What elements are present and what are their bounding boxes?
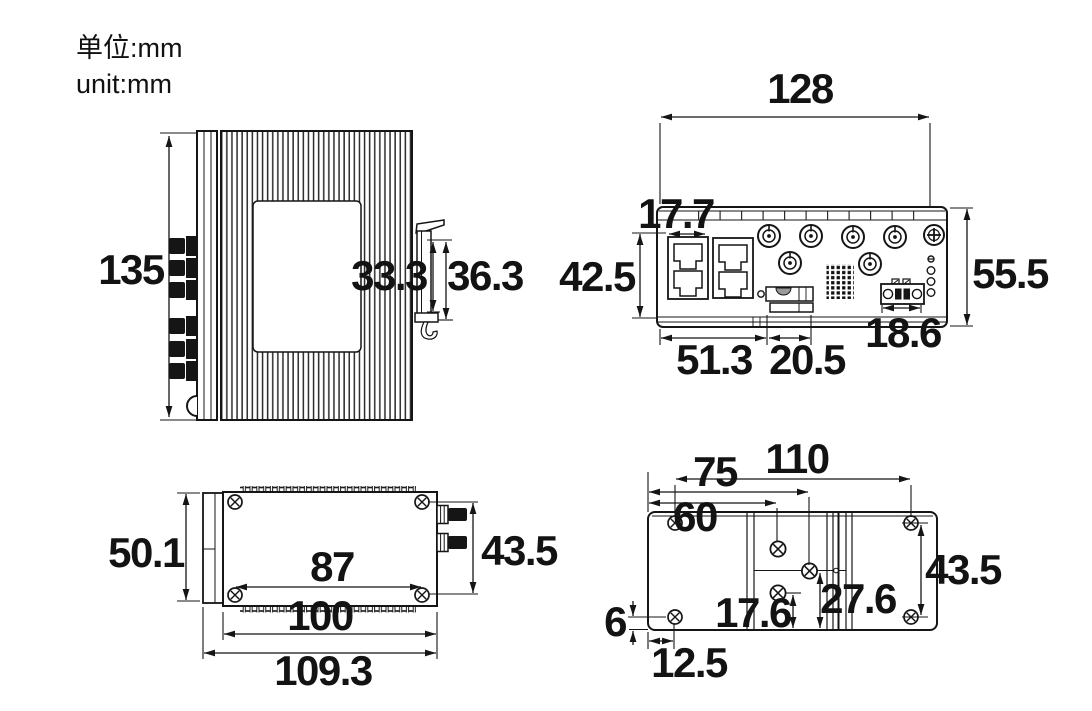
dim-side-height: 135 <box>98 246 165 293</box>
bottom-body <box>647 511 938 631</box>
side-view: 135 <box>98 130 525 421</box>
rj45-port-block-1 <box>667 236 709 300</box>
top-view: 50.1 87 100 109.3 43.5 <box>108 486 560 694</box>
dim-bot-center-offset: 75 <box>693 448 738 495</box>
label-area <box>252 200 362 353</box>
side-antenna-connectors <box>169 236 197 381</box>
din-rail-clip <box>414 219 445 340</box>
front-view: 128 <box>559 65 1050 383</box>
top-fin-ticks <box>682 211 918 220</box>
dim-top-screw-span: 87 <box>310 543 354 590</box>
dim-bot-screw-span: 110 <box>765 435 828 482</box>
dim-front-width: 128 <box>767 65 834 112</box>
dim-clip-outer: 36.3 <box>447 252 523 299</box>
dim-top-depth: 50.1 <box>108 529 185 576</box>
dim-terminal-width: 18.6 <box>865 309 941 356</box>
unit-note-en: unit:mm <box>76 69 173 99</box>
unit-note: 单位:mm unit:mm <box>76 30 182 102</box>
sim-card-slot <box>765 286 814 313</box>
vent-grid <box>826 264 854 299</box>
reset-hole <box>757 290 765 298</box>
dim-bot-center-to-edge: 27.6 <box>820 575 896 622</box>
side-body <box>186 130 413 421</box>
dim-clip-inner: 33.3 <box>351 252 427 299</box>
dim-bot-screw-span-v: 43.5 <box>925 546 1002 593</box>
dim-top-screw-span-v: 43.5 <box>481 527 558 574</box>
dim-front-height: 55.5 <box>972 250 1049 297</box>
dim-bot-screw-to-edge: 17.6 <box>715 589 791 636</box>
fin-teeth-bottom <box>240 606 416 613</box>
unit-note-zh: 单位:mm <box>76 33 183 63</box>
ground-screw <box>923 224 945 246</box>
fin-teeth-top <box>240 486 416 493</box>
dim-port-zone-height: 42.5 <box>559 253 636 300</box>
dim-bot-screw-offset: 60 <box>673 493 717 540</box>
terminal-block <box>880 278 925 305</box>
ground-lug <box>186 395 198 417</box>
dim-bot-corner-offset: 12.5 <box>651 639 728 686</box>
dim-rj45-width: 17.7 <box>638 190 714 237</box>
rj45-port-block-2 <box>712 237 754 299</box>
dim-sim-offset: 51.3 <box>676 336 752 383</box>
dim-top-body-width: 100 <box>287 592 353 639</box>
top-antenna-connectors <box>436 504 468 553</box>
led-indicators <box>926 255 936 298</box>
dim-bot-edge-gap: 6 <box>604 598 626 645</box>
dim-top-total-width: 109.3 <box>274 647 372 694</box>
bottom-view: 110 75 60 43.5 27.6 17.6 6 <box>604 435 1003 686</box>
dim-sim-width: 20.5 <box>769 336 846 383</box>
